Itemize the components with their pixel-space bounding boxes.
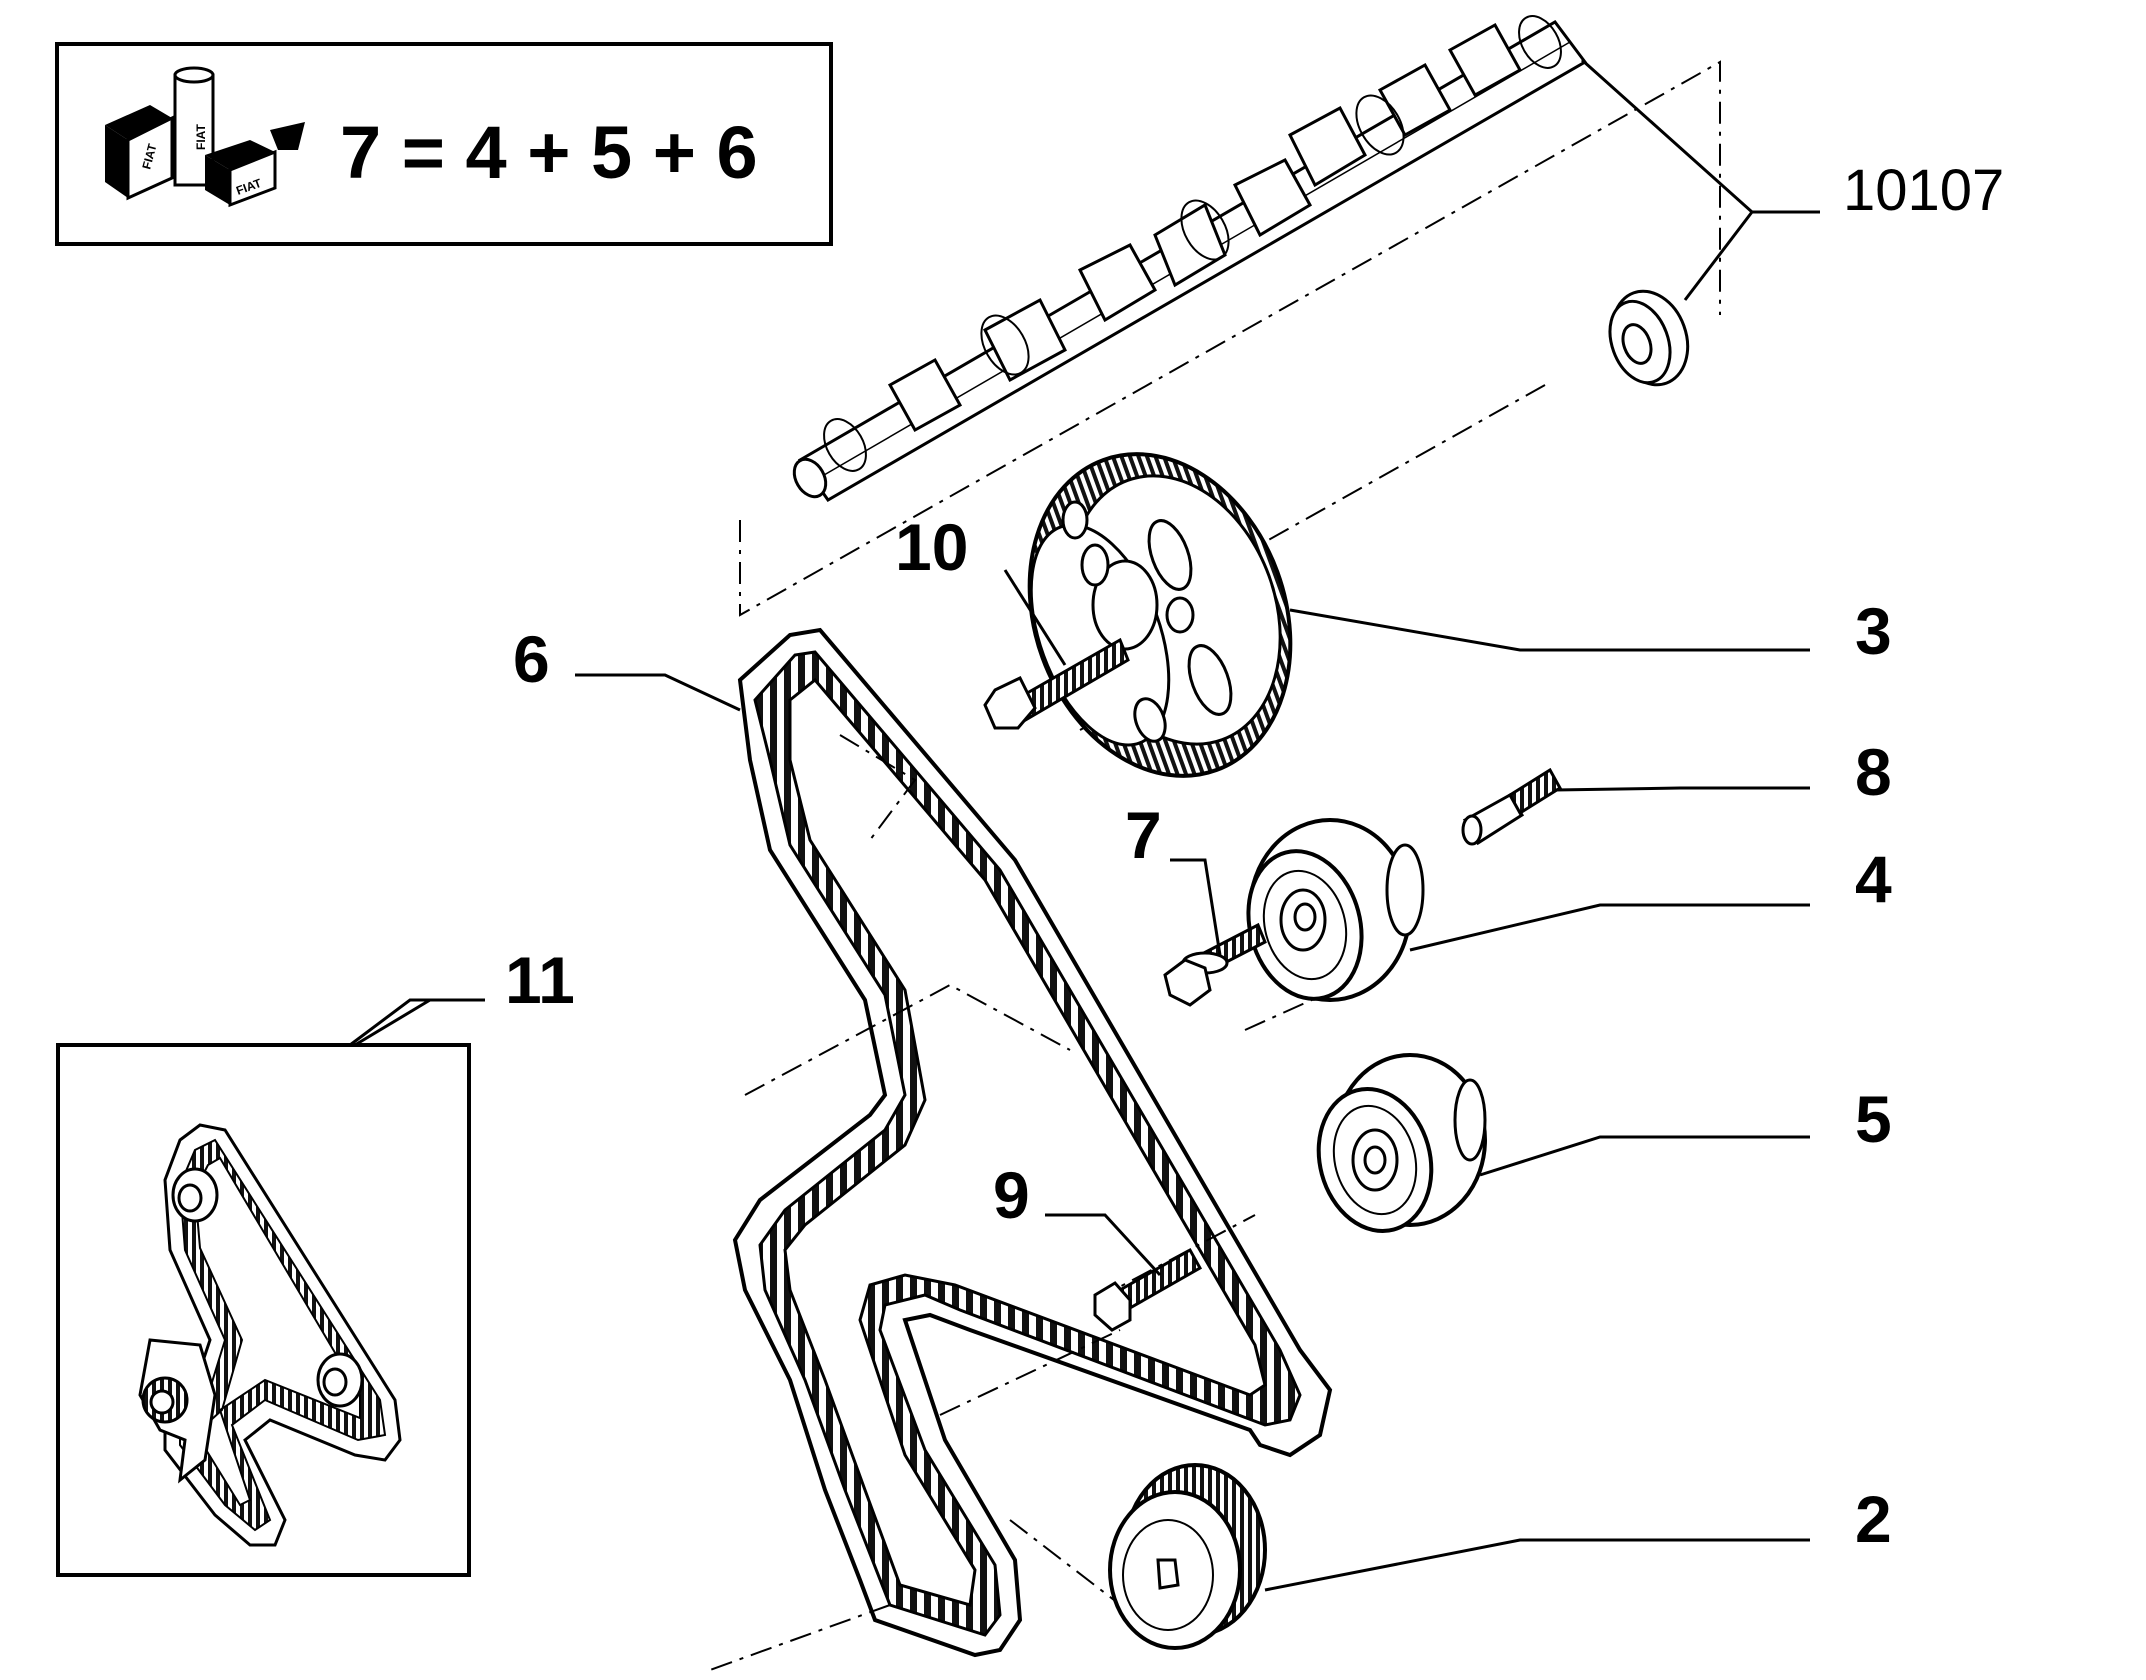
part-code-10107: 10107 xyxy=(1843,158,2004,223)
callout-11: 11 xyxy=(505,943,575,1017)
parts-kit-icon: FIAT FIAT FIAT xyxy=(105,66,305,208)
kit-icon-label: FIAT xyxy=(194,124,208,150)
part-code-leader xyxy=(1581,58,1820,214)
timing-belt xyxy=(732,627,1333,1658)
idler-bolt xyxy=(1093,1247,1203,1332)
pulley-bolt xyxy=(983,637,1130,730)
oil-seal-ring xyxy=(1608,289,1690,387)
callout-10: 10 xyxy=(895,510,968,584)
callout-2: 2 xyxy=(1855,1482,1892,1556)
idler-pulley xyxy=(1316,1053,1487,1233)
tensioner-bolt xyxy=(1163,922,1267,1007)
camshaft xyxy=(792,15,1588,502)
inset-tensioner-bracket xyxy=(138,1338,217,1484)
camshaft-pulley xyxy=(1027,452,1293,778)
callout-5: 5 xyxy=(1855,1082,1892,1156)
tensioner-stud xyxy=(1461,767,1563,846)
kit-formula: 7 = 4 + 5 + 6 xyxy=(340,111,758,194)
callout-9: 9 xyxy=(993,1158,1030,1232)
callout-8: 8 xyxy=(1855,735,1892,809)
callout-7: 7 xyxy=(1125,798,1162,872)
kit-box: FIAT FIAT FIAT 7 = 4 + 5 + 6 xyxy=(55,42,833,246)
callout-3: 3 xyxy=(1855,594,1892,668)
belt-layout-inset xyxy=(56,1043,471,1577)
kit-icon-label: FIAT xyxy=(139,142,159,171)
leader-lines xyxy=(349,569,1810,1592)
callout-6: 6 xyxy=(513,622,550,696)
tensioner-pulley xyxy=(1246,818,1425,1002)
callout-4: 4 xyxy=(1855,842,1892,916)
crankshaft-pulley xyxy=(1108,1463,1267,1650)
assembly-outline xyxy=(739,60,1721,617)
